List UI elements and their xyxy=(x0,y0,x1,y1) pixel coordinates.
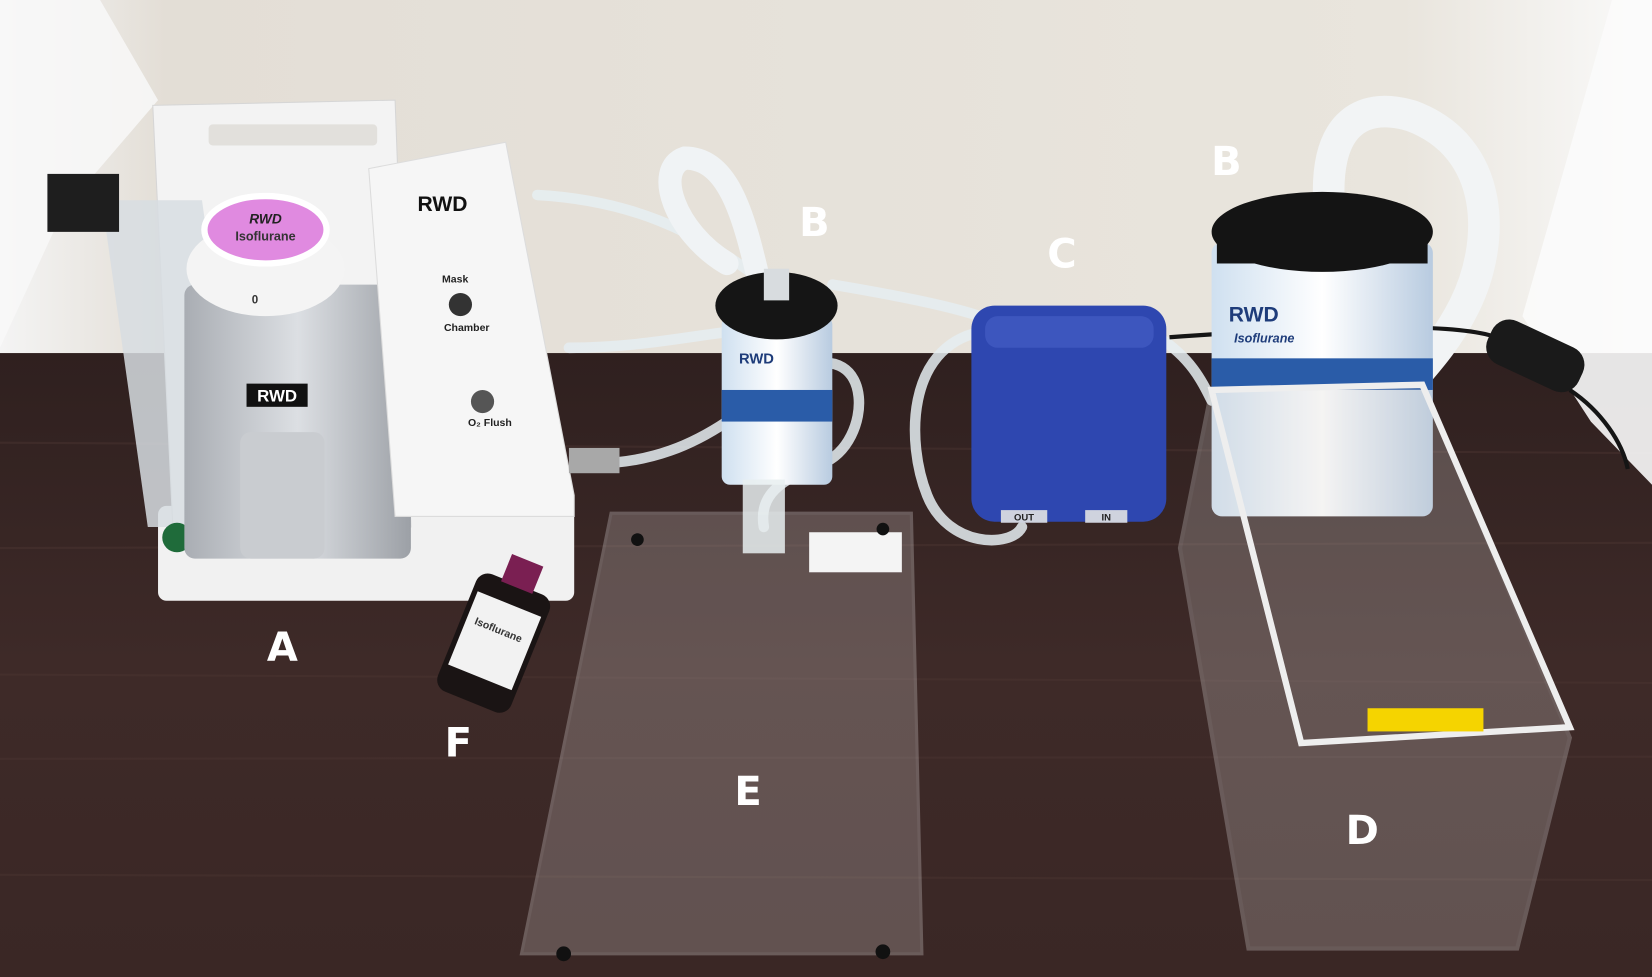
dial-agent: Isoflurane xyxy=(235,229,295,243)
filter-canister-small: RWD xyxy=(715,268,838,485)
dial-brand: RWD xyxy=(249,211,282,226)
label-d: D xyxy=(1346,808,1379,854)
canister-large-brand: RWD xyxy=(1229,303,1279,326)
pump-out-label: OUT xyxy=(1014,513,1034,524)
label-c: C xyxy=(1047,232,1076,278)
o2-flush-button[interactable] xyxy=(470,389,495,414)
vaporizer-brand-plate xyxy=(246,383,308,407)
vaporizer-fill-port xyxy=(240,432,325,559)
power-switch xyxy=(1486,319,1585,393)
anesthesia-machine: RWD Isoflurane 0 RWD RWD Mask Chamber O₂… xyxy=(47,99,620,601)
switch-label-mask: Mask xyxy=(442,273,468,285)
handle-slot xyxy=(208,124,378,146)
control-panel xyxy=(368,141,575,517)
air-pump: OUT IN xyxy=(971,305,1167,524)
outlet-fitting xyxy=(568,447,620,474)
o2-flush-label: O₂ Flush xyxy=(468,417,512,429)
corrugated-hose-small xyxy=(658,146,771,291)
induction-chamber xyxy=(1177,381,1575,951)
label-b-small: B xyxy=(799,200,830,246)
flowmeter-cap xyxy=(47,173,120,232)
pump-in-label: IN xyxy=(1102,513,1112,524)
panel-brand: RWD xyxy=(418,193,468,216)
label-e: E xyxy=(734,769,761,815)
acrylic-plate xyxy=(519,479,924,962)
vaporizer-brand: RWD xyxy=(257,387,297,406)
isoflurane-bottle: Isoflurane xyxy=(437,553,551,713)
canister-large-agent: Isoflurane xyxy=(1234,332,1294,346)
vaporizer-dial[interactable] xyxy=(201,192,330,267)
switch-label-chamber: Chamber xyxy=(444,322,490,334)
canister-small-brand: RWD xyxy=(739,352,774,368)
dial-zero-mark: 0 xyxy=(252,295,258,307)
label-f: F xyxy=(445,721,472,767)
label-a: A xyxy=(267,625,298,671)
mask-chamber-switch[interactable] xyxy=(448,292,472,317)
label-b-large: B xyxy=(1211,139,1242,185)
